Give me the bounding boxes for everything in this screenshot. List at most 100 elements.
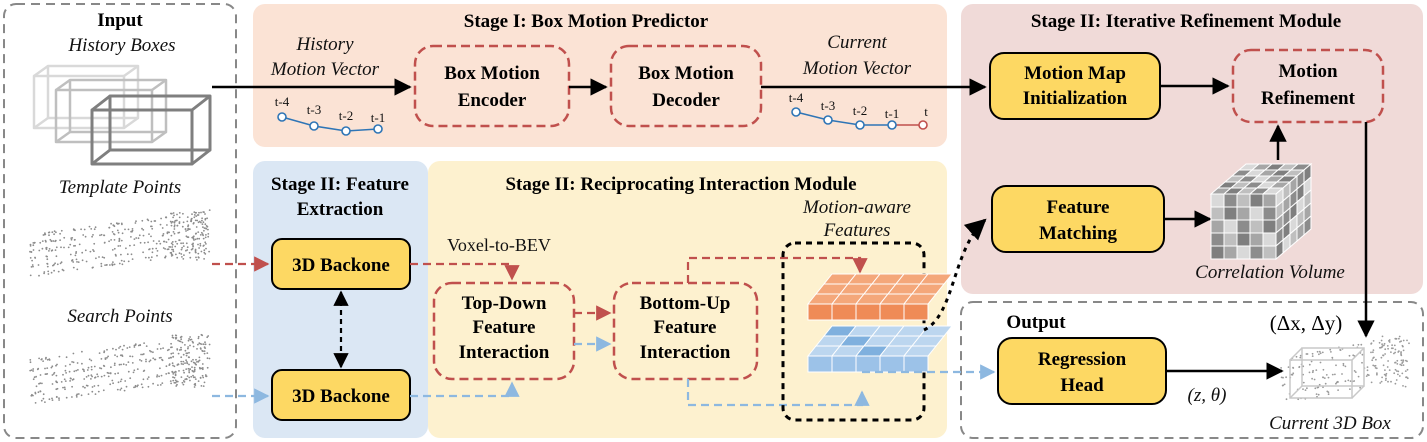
search-point <box>152 357 155 360</box>
search-point <box>207 335 210 337</box>
output-point <box>1349 388 1351 390</box>
template-point <box>193 216 196 219</box>
template-point <box>204 241 207 244</box>
output-point <box>1375 367 1378 370</box>
search-point <box>72 352 75 355</box>
output-point <box>1316 350 1319 353</box>
template-point <box>159 223 162 226</box>
search-point <box>29 359 32 361</box>
search-point <box>140 360 143 362</box>
template-point <box>194 238 197 241</box>
search-point <box>149 349 151 352</box>
template-point <box>118 262 121 265</box>
template-point <box>190 218 193 221</box>
search-point <box>172 352 175 354</box>
template-point <box>78 243 81 246</box>
search-point <box>147 376 150 378</box>
search-point <box>112 382 114 385</box>
template-point <box>150 256 153 259</box>
output-point <box>1292 366 1294 369</box>
output-point <box>1317 393 1320 396</box>
search-point <box>115 348 117 351</box>
backbone-to-topdown-arrow <box>410 262 520 281</box>
search-point <box>82 385 84 388</box>
search-point <box>139 359 141 361</box>
template-point <box>165 241 168 244</box>
search-point <box>153 358 156 361</box>
template-point <box>60 246 62 249</box>
template-point <box>71 259 73 262</box>
template-point <box>111 249 114 251</box>
search-point <box>194 376 196 379</box>
search-points-label: Search Points <box>67 306 172 327</box>
template-point <box>55 255 58 258</box>
output-point <box>1308 371 1311 374</box>
output-point <box>1384 348 1387 351</box>
search-point <box>110 366 112 369</box>
output-point <box>1342 364 1345 367</box>
interaction-title: Stage II: Reciprocating Interaction Modu… <box>505 174 856 195</box>
search-point <box>136 385 139 388</box>
output-point <box>1319 361 1322 364</box>
template-point <box>155 247 158 250</box>
search-point <box>65 372 67 374</box>
template-point <box>48 250 50 252</box>
search-point <box>103 374 106 377</box>
output-point <box>1380 339 1383 342</box>
search-point <box>71 385 73 388</box>
template-point <box>197 243 199 246</box>
search-point <box>120 378 123 381</box>
correlation-cell <box>1210 193 1225 208</box>
svg-text:Interaction: Interaction <box>459 342 550 363</box>
search-point <box>174 336 177 339</box>
search-point <box>204 341 206 344</box>
template-point <box>150 225 153 228</box>
template-point <box>60 261 63 264</box>
template-point <box>162 247 165 249</box>
search-point <box>184 349 187 352</box>
output-point <box>1402 359 1404 361</box>
search-point <box>32 394 34 397</box>
template-point <box>63 246 65 249</box>
template-point <box>152 240 155 242</box>
search-point <box>124 380 127 382</box>
template-point <box>167 248 170 251</box>
svg-text:Bottom-Up: Bottom-Up <box>640 293 731 314</box>
output-point <box>1393 352 1395 355</box>
search-point <box>193 386 196 388</box>
search-point <box>165 365 168 368</box>
search-point <box>51 383 54 385</box>
search-point <box>58 399 60 401</box>
template-point <box>170 224 173 227</box>
search-point <box>113 364 116 366</box>
svg-text:t-4: t-4 <box>275 94 290 109</box>
search-point <box>187 347 189 350</box>
search-point <box>190 360 193 363</box>
template-point <box>112 224 115 227</box>
output-point <box>1318 350 1321 353</box>
svg-text:t-3: t-3 <box>307 102 321 117</box>
output-point <box>1388 339 1391 341</box>
template-point <box>30 251 33 253</box>
search-point <box>71 361 73 363</box>
orange-feature-front <box>879 303 905 321</box>
orange-feature-front <box>903 303 929 321</box>
output-point <box>1388 369 1391 371</box>
output-point <box>1372 349 1375 351</box>
search-point <box>69 380 71 382</box>
search-point <box>81 350 83 353</box>
search-point <box>183 381 186 383</box>
search-point <box>132 371 135 374</box>
search-point <box>139 344 142 346</box>
template-point <box>53 233 55 236</box>
output-point <box>1400 353 1402 356</box>
search-point <box>145 360 147 363</box>
search-point <box>29 369 32 372</box>
search-point <box>199 347 202 350</box>
output-point <box>1383 344 1385 347</box>
output-point <box>1311 377 1313 380</box>
search-point <box>206 336 209 339</box>
voxel-to-bev-label: Voxel-to-BEV <box>447 235 551 255</box>
template-point <box>148 233 150 236</box>
template-point <box>186 229 189 232</box>
